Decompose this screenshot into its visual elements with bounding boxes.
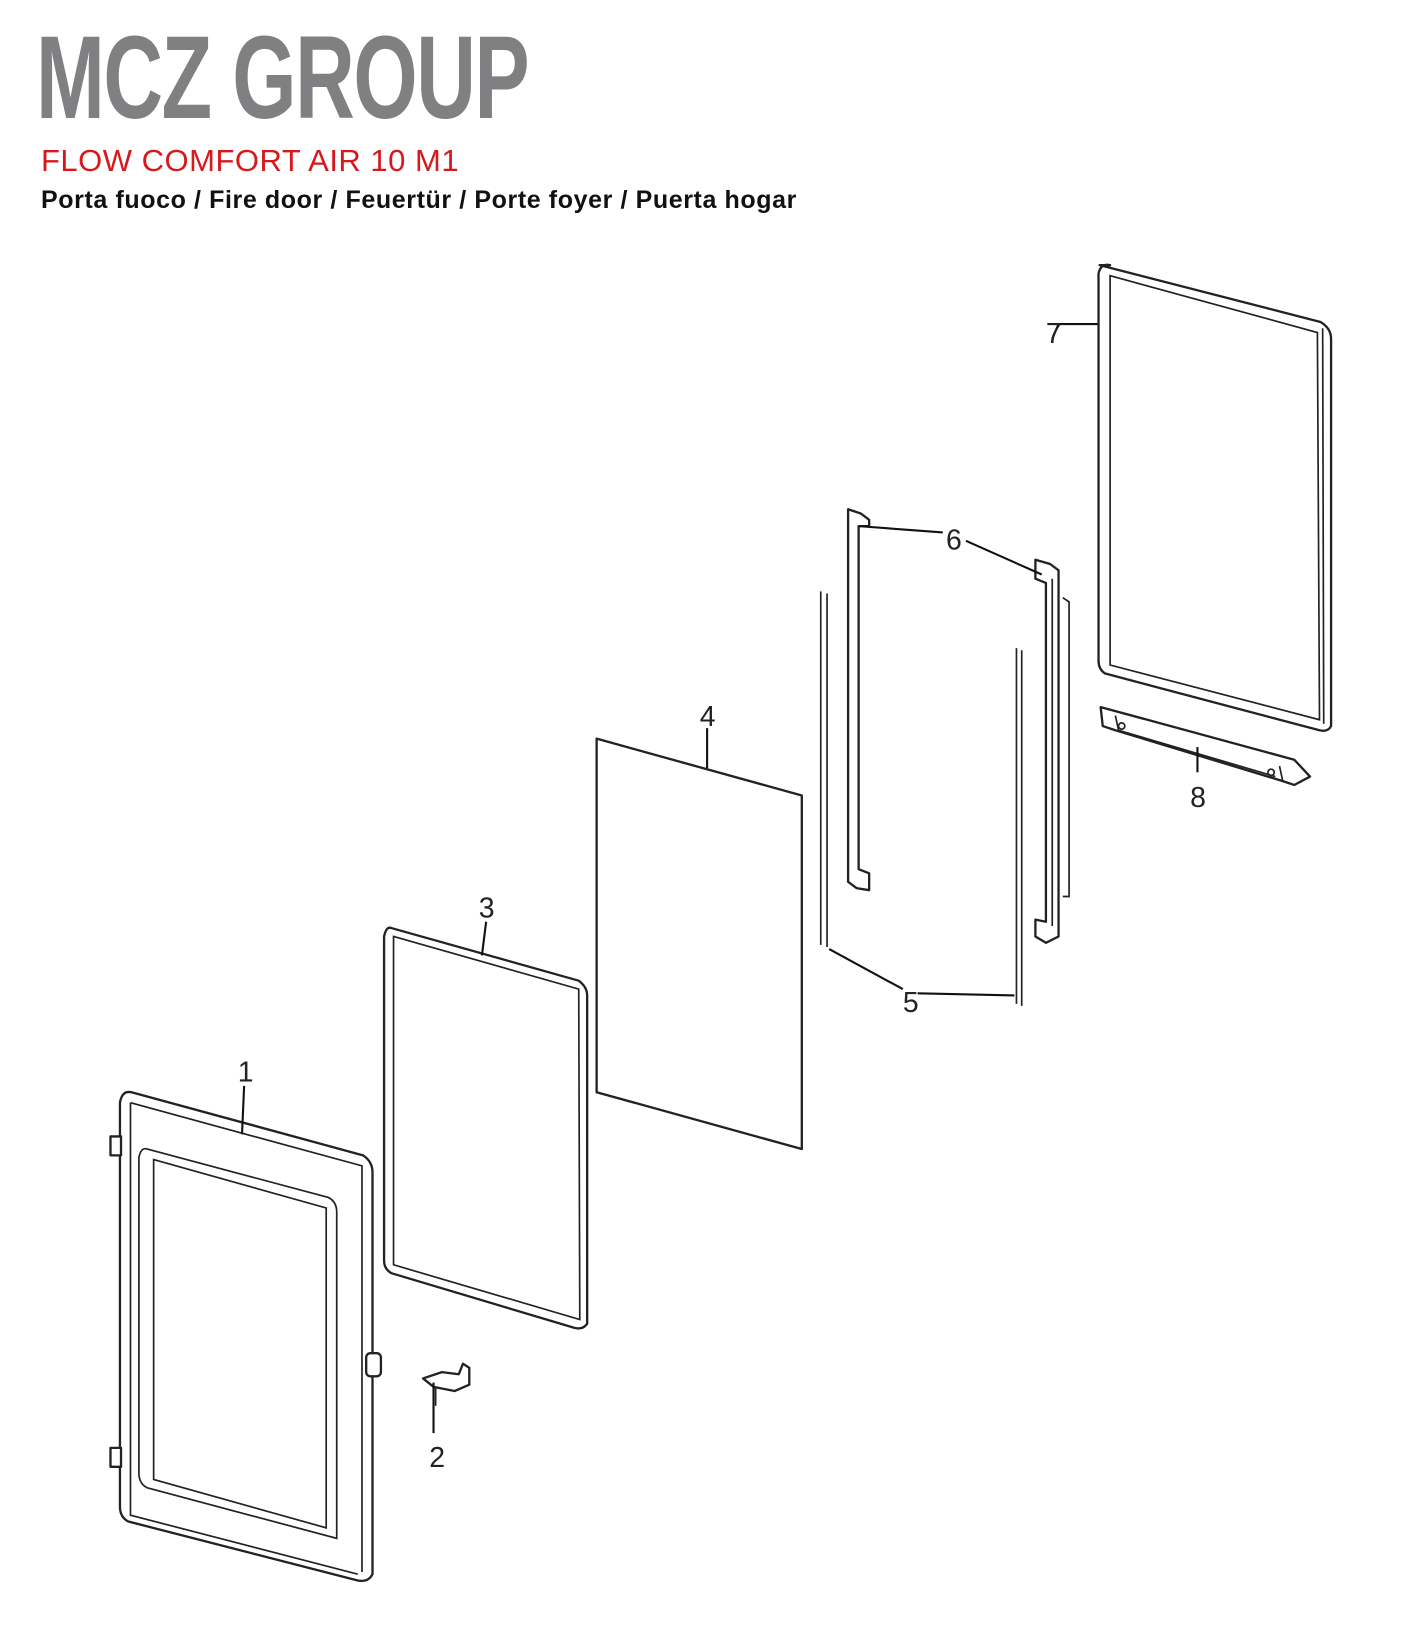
part-number-5: 5 [903,987,919,1019]
part-number-6: 6 [946,524,962,556]
part-3-gasket [382,921,589,1330]
part-5-gaskets [819,525,1043,1006]
part-number-3: 3 [479,893,495,925]
part-4-glass [595,728,803,1151]
part-number-7: 7 [1046,318,1062,350]
brand-logo: MCZ GROUP [36,12,530,144]
part-6-brackets [846,508,1070,944]
model-title: FLOW COMFORT AIR 10 M1 [41,143,460,178]
part-number-1: 1 [238,1057,254,1089]
part-2-handle [421,1362,471,1434]
part-7-frame [1051,263,1333,732]
part-number-2: 2 [429,1442,445,1474]
part-8-bracket [1099,705,1312,787]
part-1-door [109,1085,383,1583]
part-number-4: 4 [700,701,716,733]
part-number-8: 8 [1190,782,1206,814]
section-subtitle: Porta fuoco / Fire door / Feuertür / Por… [41,186,797,214]
